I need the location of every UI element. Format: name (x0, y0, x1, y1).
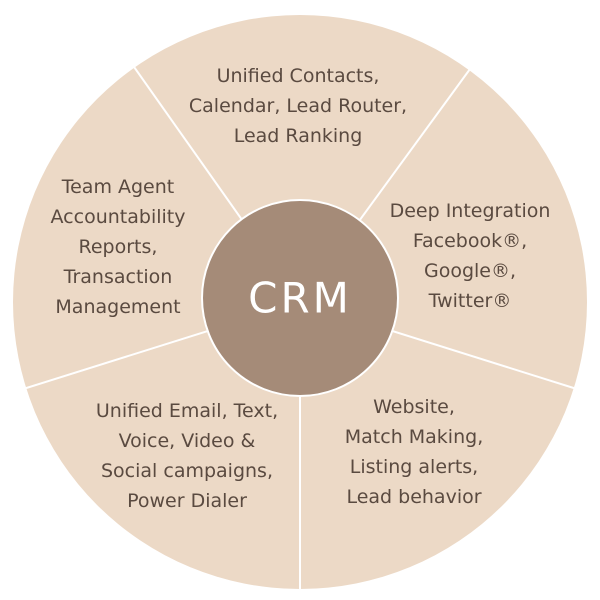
segment-line: Team Agent (61, 176, 175, 198)
segment-line: Management (55, 296, 181, 318)
segment-line: Google®, (423, 260, 517, 282)
segment-line: Transaction (63, 266, 173, 288)
segment-bottom-left-text: Unified Email, Text, Voice, Video & Soci… (96, 396, 278, 516)
segment-line: Unified Contacts, (216, 65, 380, 87)
segment-line: Listing alerts, (349, 456, 479, 478)
segment-right-text: Deep Integration Facebook®, Google®, Twi… (390, 196, 551, 316)
segment-line: Match Making, (344, 426, 484, 448)
segment-line: Calendar, Lead Router, (188, 95, 408, 117)
segment-line: Website, (373, 396, 455, 418)
segment-line: Unified Email, Text, (95, 400, 279, 422)
segment-line: Power Dialer (127, 490, 247, 512)
center-circle (201, 199, 399, 397)
segment-line: Voice, Video & (118, 430, 256, 452)
segment-line: Twitter® (428, 290, 512, 312)
segment-line: Accountability (50, 206, 186, 228)
segment-bottom-right-text: Website, Match Making, Listing alerts, L… (345, 392, 483, 512)
segment-top-text: Unified Contacts, Calendar, Lead Router,… (189, 61, 407, 151)
segment-line: Deep Integration (389, 200, 551, 222)
segment-line: Lead behavior (346, 486, 482, 508)
segment-line: Reports, (78, 236, 158, 258)
segment-left-text: Team Agent Accountability Reports, Trans… (51, 172, 186, 322)
center-label: CRM (248, 273, 352, 323)
segment-line: Social campaigns, (101, 460, 273, 482)
segment-line: Lead Ranking (233, 125, 363, 147)
segment-line: Facebook®, (412, 230, 528, 252)
